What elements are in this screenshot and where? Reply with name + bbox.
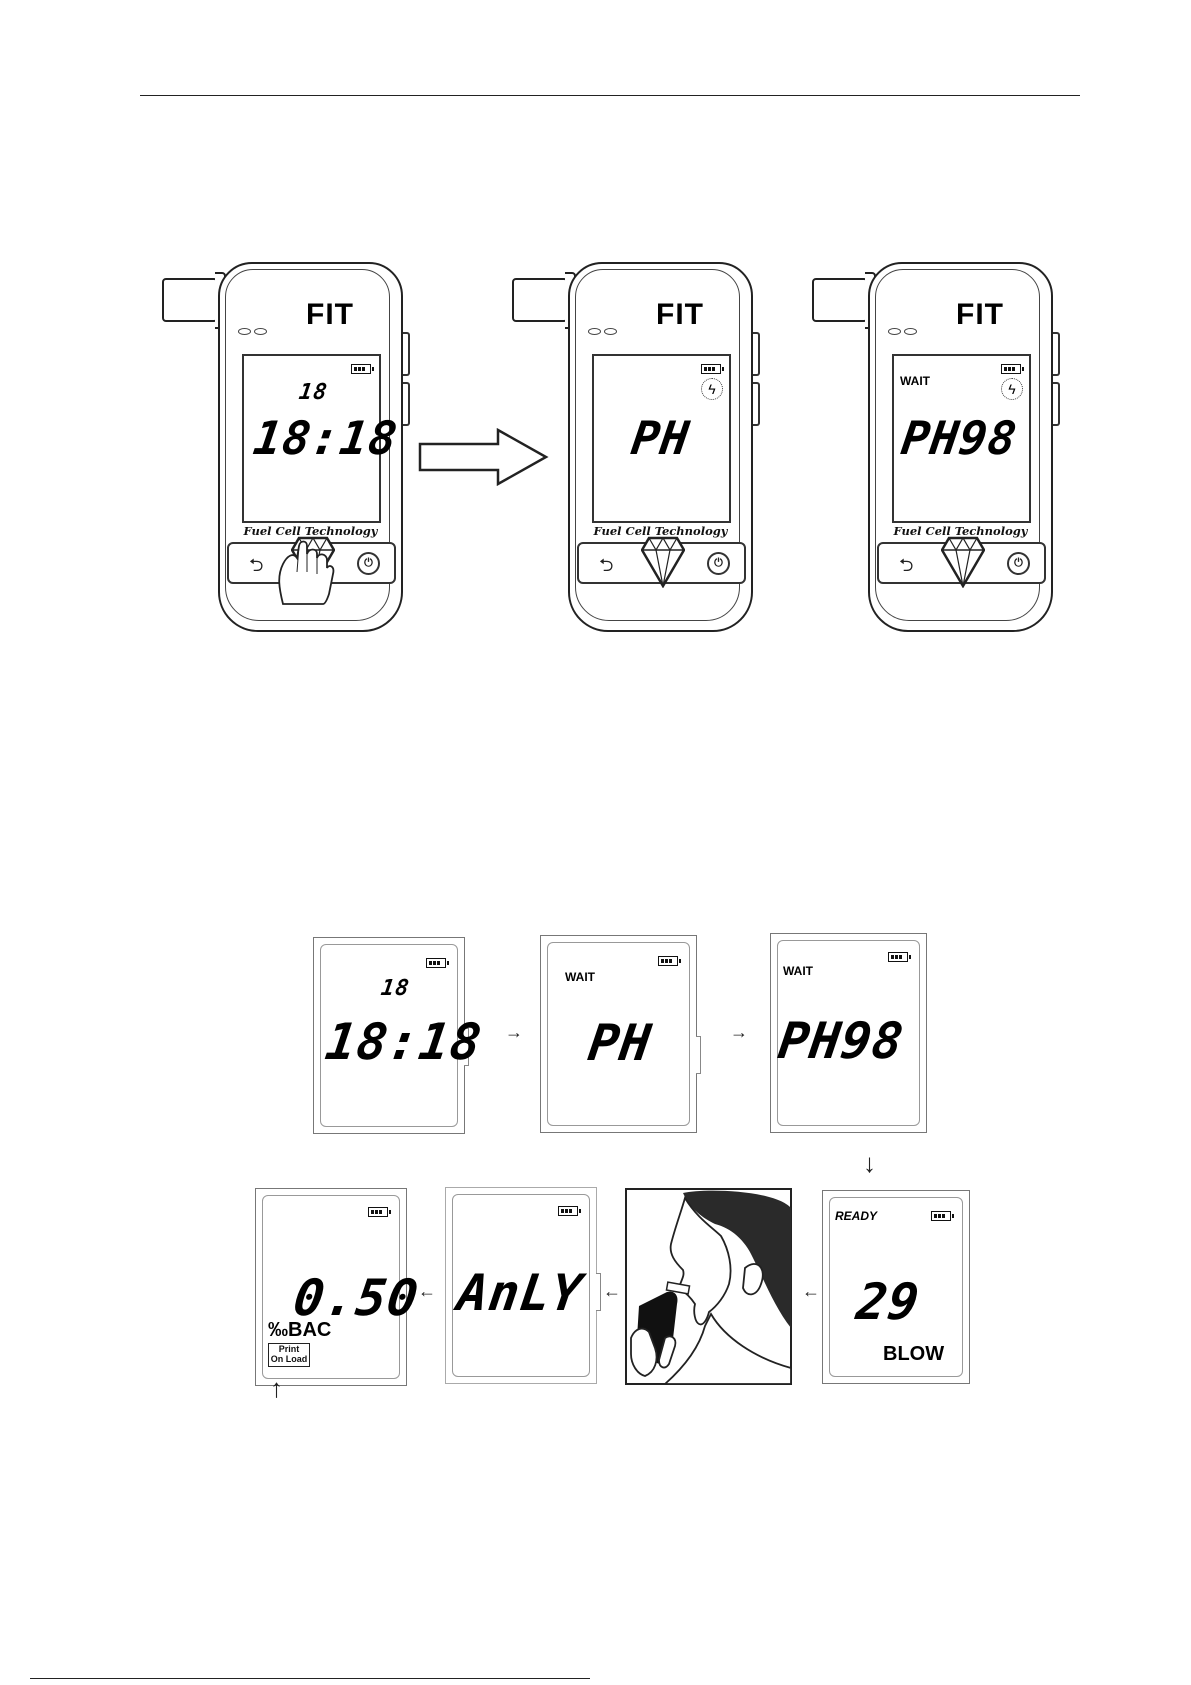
lcd-date: 18 (379, 976, 411, 1001)
lcd-main: PH (585, 1014, 655, 1072)
flow-screen-ph: WAIT PH (540, 935, 697, 1133)
brand-logo: FIT (956, 298, 1004, 332)
person-blowing-illustration (625, 1188, 792, 1385)
breathalyzer-device-1: FIT 18 18:18 Fuel Cell Technology ⮌ ⏻ (218, 262, 403, 632)
right-arrow-icon (418, 428, 550, 486)
lcd-main: PH98 (775, 1012, 908, 1070)
header-rule (140, 95, 1080, 96)
flow-screen-time: 18 18:18 (313, 937, 465, 1134)
mouthpiece (812, 278, 868, 322)
led-indicators (588, 326, 620, 338)
lcd-date: 18 (297, 380, 329, 405)
flow-screen-result: 0.50 ‰BAC Print On Load (255, 1188, 407, 1386)
mouthpiece (162, 278, 218, 322)
back-arrow-icon[interactable]: ⮌ (599, 553, 613, 583)
on-load-label: On Load (269, 1354, 309, 1364)
lcd-screen: ϟ PH (592, 354, 731, 523)
print-on-load-indicator: Print On Load (268, 1343, 310, 1367)
battery-icon (426, 958, 446, 968)
lcd-status-label: WAIT (783, 964, 813, 978)
side-button[interactable] (403, 332, 410, 376)
side-button[interactable] (1053, 332, 1060, 376)
footer-rule (30, 1678, 590, 1679)
battery-icon (931, 1211, 951, 1221)
lcd-time: 18:18 (250, 411, 401, 465)
side-button[interactable] (403, 382, 410, 426)
blow-label: BLOW (883, 1343, 944, 1366)
battery-icon (701, 364, 721, 374)
flow-arrow-left: ← (802, 1282, 820, 1300)
flow-screen-ready: READY 29 BLOW (822, 1190, 970, 1384)
flow-screen-ph98: WAIT PH98 (770, 933, 927, 1133)
lcd-time: 18:18 (322, 1013, 486, 1071)
lcd-status-label: READY (835, 1209, 877, 1223)
flow-screen-analyzing: AnLY (445, 1187, 597, 1384)
flow-arrow-up: ↑ (270, 1375, 283, 1401)
lcd-status-label: WAIT (900, 374, 930, 388)
gem-button-icon[interactable] (641, 536, 685, 588)
flash-icon: ϟ (701, 378, 723, 400)
breathalyzer-device-3: FIT WAIT ϟ PH98 Fuel Cell Technology ⮌ ⏻ (868, 262, 1053, 632)
breathalyzer-device-2: FIT ϟ PH Fuel Cell Technology ⮌ ⏻ (568, 262, 753, 632)
hand-press-icon (273, 538, 335, 606)
lcd-status-label: WAIT (565, 970, 595, 984)
flow-arrow-right: → (505, 1023, 523, 1041)
lcd-main: AnLY (454, 1264, 587, 1322)
print-label: Print (269, 1344, 309, 1354)
button-panel: ⮌ ⏻ (577, 542, 746, 584)
lcd-screen: 18 18:18 (242, 354, 381, 523)
battery-icon (1001, 364, 1021, 374)
lcd-screen: WAIT ϟ PH98 (892, 354, 1031, 523)
button-panel: ⮌ ⏻ (877, 542, 1046, 584)
battery-icon (351, 364, 371, 374)
flash-icon: ϟ (1001, 378, 1023, 400)
side-button[interactable] (753, 332, 760, 376)
flow-arrow-left: ← (603, 1282, 621, 1300)
battery-icon (368, 1207, 388, 1217)
lcd-main: PH (628, 411, 693, 465)
side-button[interactable] (753, 382, 760, 426)
flow-arrow-down: ↓ (863, 1150, 876, 1176)
button-panel: ⮌ ⏻ (227, 542, 396, 584)
back-arrow-icon[interactable]: ⮌ (249, 553, 263, 583)
led-indicators (888, 326, 920, 338)
flow-arrow-left: ← (418, 1282, 436, 1300)
brand-logo: FIT (656, 298, 704, 332)
battery-icon (888, 952, 908, 962)
led-indicators (238, 326, 270, 338)
side-button[interactable] (1053, 382, 1060, 426)
back-arrow-icon[interactable]: ⮌ (899, 553, 913, 583)
gem-button-icon[interactable] (941, 536, 985, 588)
lcd-main: PH98 (898, 411, 1020, 465)
brand-logo: FIT (306, 298, 354, 332)
power-icon[interactable]: ⏻ (1007, 552, 1030, 575)
power-icon[interactable]: ⏻ (707, 552, 730, 575)
bac-unit-label: ‰BAC (268, 1319, 331, 1342)
battery-icon (658, 956, 678, 966)
battery-icon (558, 1206, 578, 1216)
lcd-countdown: 29 (853, 1273, 923, 1331)
power-icon[interactable]: ⏻ (357, 552, 380, 575)
flow-arrow-right: → (730, 1023, 748, 1041)
mouthpiece (512, 278, 568, 322)
